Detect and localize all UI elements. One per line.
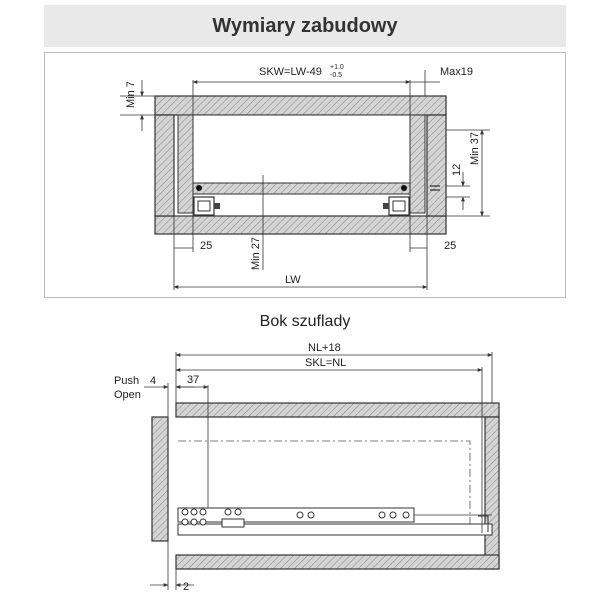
dim25-right-label: 25 (444, 240, 456, 252)
open-label: Open (114, 389, 141, 401)
side-drawer (177, 440, 493, 536)
side-view-title: Bok szuflady (259, 313, 351, 330)
side-dimensions (144, 352, 493, 590)
lw-label: LW (285, 274, 301, 286)
min37-label: Min 37 (469, 132, 481, 165)
front-dimension-labels: SKW=LW-49 +1.0 -0.5 Max19 Min 7 Min 37 1… (125, 64, 481, 286)
dim4-label: 4 (150, 375, 156, 387)
skw-label: SKW=LW-49 (259, 66, 322, 78)
dim12-label: 12 (451, 164, 463, 176)
side-cabinet (151, 402, 500, 570)
min7-label: Min 7 (125, 81, 137, 108)
dim37-label: 37 (187, 374, 199, 386)
skl-label: SKL=NL (305, 357, 346, 369)
max19-label: Max19 (440, 66, 473, 78)
header-bar: Wymiary zabudowy (44, 5, 566, 47)
skw-tol-minus: -0.5 (330, 72, 342, 79)
skw-tol-plus: +1.0 (330, 64, 344, 71)
push-label: Push (114, 375, 139, 387)
page-title: Wymiary zabudowy (212, 14, 398, 37)
front-drawer-box (177, 114, 440, 216)
side-dimension-labels: NL+18 SKL=NL Push Open 4 37 2 (114, 342, 346, 593)
dim25-left-label: 25 (200, 240, 212, 252)
nl18-label: NL+18 (308, 342, 341, 354)
min27-label: Min 27 (250, 237, 262, 270)
front-dimensions (120, 70, 490, 290)
dim2-label: 2 (183, 581, 189, 593)
